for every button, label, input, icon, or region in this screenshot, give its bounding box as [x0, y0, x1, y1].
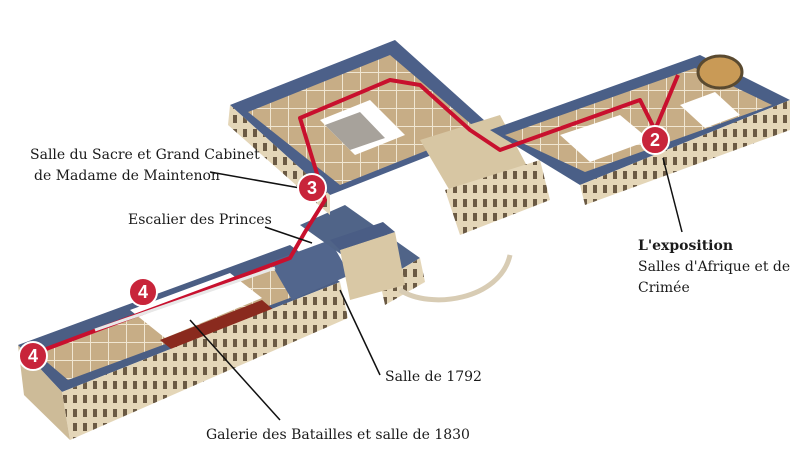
- marker-3-number: 3: [307, 178, 317, 198]
- marker-2[interactable]: 2: [640, 125, 670, 155]
- theatre-rotunda: [696, 54, 744, 90]
- galerie-floor: [160, 300, 276, 352]
- leader-exposition: [662, 157, 683, 233]
- return-route: [94, 266, 276, 332]
- courtyard-curved-wall: [398, 254, 513, 303]
- label-galerie-des-batailles: Galerie des Batailles et salle de 1830: [206, 427, 470, 443]
- marker-2-number: 2: [650, 130, 660, 150]
- east-wing-courtyard-1: [560, 115, 650, 162]
- leader-sacre: [209, 171, 301, 189]
- leader-escalier: [264, 226, 313, 244]
- label-salle-du-sacre: Salle du Sacre et Grand Cabinet de Madam…: [30, 145, 260, 187]
- marker-2-circle: [640, 125, 670, 155]
- label-exposition-title: L'exposition: [638, 238, 734, 254]
- marker-4-upper-number: 4: [138, 282, 148, 302]
- label-salle-du-sacre-line1: Salle du Sacre et Grand Cabinet: [30, 147, 260, 163]
- label-exposition-line2: Crimée: [638, 280, 690, 296]
- label-salle-de-1792: Salle de 1792: [385, 369, 482, 385]
- east-wing: [490, 54, 790, 205]
- central-pavilion: [340, 232, 405, 300]
- marker-4-lower-circle: [18, 341, 48, 371]
- marker-3-circle: [297, 173, 327, 203]
- label-exposition: L'exposition Salles d'Afrique et de Crim…: [638, 236, 790, 299]
- marker-4-upper-circle: [128, 277, 158, 307]
- label-escalier-des-princes: Escalier des Princes: [128, 212, 272, 228]
- south-wing-courtyard: [130, 273, 262, 338]
- marker-4-upper[interactable]: 4: [128, 277, 158, 307]
- north-wing-seating: [325, 112, 385, 150]
- leader-galerie: [189, 319, 281, 421]
- label-exposition-line1: Salles d'Afrique et de: [638, 259, 791, 275]
- north-wing: [228, 40, 550, 235]
- central-wing: [300, 205, 425, 305]
- east-wing-facade: [580, 100, 790, 205]
- visitor-route: [29, 74, 680, 357]
- chapel-facade: [445, 160, 550, 235]
- leader-1792: [339, 289, 381, 376]
- marker-4-lower-number: 4: [28, 346, 38, 366]
- east-wing-courtyard-2: [680, 92, 740, 128]
- label-salle-du-sacre-line2: de Madame de Maintenon: [34, 168, 220, 184]
- east-wing-interior: [505, 68, 772, 172]
- central-pavilion-roof: [330, 222, 395, 250]
- marker-4-lower[interactable]: 4: [18, 341, 48, 371]
- marker-3[interactable]: 3: [297, 173, 327, 203]
- south-wing-facade: [62, 282, 348, 440]
